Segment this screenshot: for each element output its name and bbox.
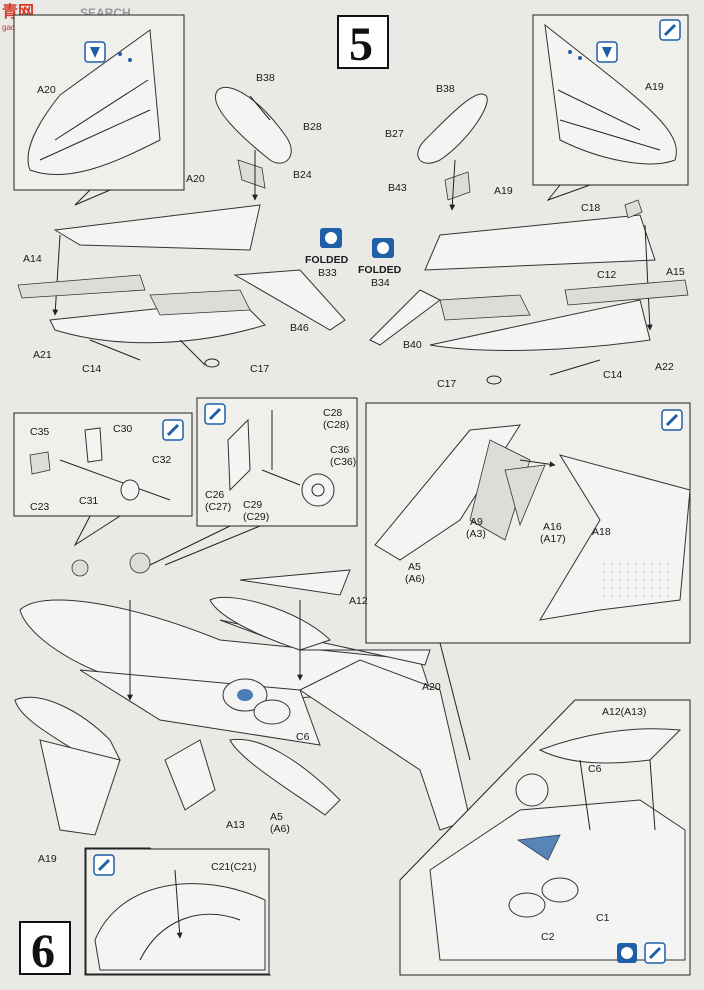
label-a19-top: A19: [494, 185, 513, 197]
label-a14: A14: [23, 253, 42, 265]
label-a18: A18: [592, 526, 611, 538]
inset-a19-detail: A19: [532, 14, 689, 202]
wing-left-assembly: A20 A14 B46 A21 C14 C17: [17, 173, 346, 375]
label-a20-top: A20: [186, 173, 205, 185]
label-a12-a13: A12(A13): [602, 706, 646, 718]
step-5-badge: 5: [337, 15, 389, 71]
cement-tube-icon: [204, 403, 226, 425]
label-b34: B34: [371, 277, 390, 289]
inset-nose-gear: C35 C30 C32 C23 C31: [13, 412, 193, 547]
label-c36-alt: (C36): [330, 456, 356, 468]
label-c6-detail: C6: [588, 763, 602, 775]
cement-tube-icon: [661, 409, 683, 431]
label-a5-top: A5: [408, 561, 421, 573]
drop-tank-right: B38 B27 B43: [385, 83, 488, 211]
folded-label-right: FOLDED: [358, 264, 402, 276]
label-a15: A15: [666, 266, 685, 278]
surface-rivet-texture: [600, 560, 670, 600]
label-c23: C23: [30, 501, 49, 513]
label-a17-alt: (A17): [540, 533, 566, 545]
label-c17-right: C17: [437, 378, 456, 390]
label-c29-alt: (C29): [243, 511, 269, 523]
label-c17-left: C17: [250, 363, 269, 375]
cement-tube-icon: [162, 419, 184, 441]
folded-label-left: FOLDED: [305, 254, 349, 266]
label-b43: B43: [388, 182, 407, 194]
label-a12: A12: [349, 595, 368, 607]
aircraft-main-assembly: A12 A20 C6 A13 A5 (A6) A19: [14, 552, 471, 865]
cement-tube-icon: [93, 854, 115, 876]
folded-note-right: FOLDED B34: [358, 238, 402, 289]
label-a5-main: A5: [270, 811, 283, 823]
label-c32: C32: [152, 454, 171, 466]
label-c18: C18: [581, 202, 600, 214]
label-c14-left: C14: [82, 363, 101, 375]
label-c14-right: C14: [603, 369, 622, 381]
label-a3-alt: (A3): [466, 528, 486, 540]
label-c29: C29: [243, 499, 262, 511]
step-5-number: 5: [349, 18, 373, 71]
option-choice-icon: [617, 943, 637, 963]
label-c27-alt: (C27): [205, 501, 231, 513]
folded-note-left: FOLDED B33: [305, 228, 349, 279]
label-c31: C31: [79, 495, 98, 507]
label-c30: C30: [113, 423, 132, 435]
label-a16: A16: [543, 521, 562, 533]
option-choice-icon: [372, 238, 394, 258]
cement-tube-icon: [659, 19, 681, 41]
label-c2: C2: [541, 931, 555, 943]
drop-tank-left: B38 B28 B24: [215, 72, 322, 201]
label-a13: A13: [226, 819, 245, 831]
label-c26: C26: [205, 489, 224, 501]
label-c28: C28: [323, 407, 342, 419]
cement-tube-icon: [644, 942, 666, 964]
label-c12: C12: [597, 269, 616, 281]
step-6-number: 6: [31, 925, 55, 978]
label-b27: B27: [385, 128, 404, 140]
inset-main-gear: C28 (C28) C36 (C36) C26 (C27) C29 (C29): [149, 397, 358, 566]
label-a20-main: A20: [422, 681, 441, 693]
label-c28-alt: (C28): [323, 419, 349, 431]
option-choice-icon: [320, 228, 342, 248]
label-a21: A21: [33, 349, 52, 361]
label-c6-main: C6: [296, 731, 310, 743]
label-a19-inset: A19: [645, 81, 664, 93]
label-b38-left: B38: [256, 72, 275, 84]
paint-drop-icon: [84, 41, 106, 63]
label-b40: B40: [403, 339, 422, 351]
label-c35: C35: [30, 426, 49, 438]
wing-right-assembly: A19 C18 C12 A15 B40 A22 C17 C14: [369, 185, 689, 390]
label-a19-bottom: A19: [38, 853, 57, 865]
label-b33: B33: [318, 267, 337, 279]
inset-underside-detail: A12(A13) C6 C1 C2: [399, 699, 691, 976]
label-a6-top-alt: (A6): [405, 573, 425, 585]
step-6-badge: 6: [19, 921, 71, 978]
label-c36: C36: [330, 444, 349, 456]
label-a9: A9: [470, 516, 483, 528]
label-c21: C21(C21): [211, 861, 257, 873]
inset-a20-detail: A20: [13, 14, 185, 206]
label-a22: A22: [655, 361, 674, 373]
label-b38-right: B38: [436, 83, 455, 95]
inset-canopy-detail: C21(C21): [84, 847, 272, 976]
label-a6-main-alt: (A6): [270, 823, 290, 835]
label-c1: C1: [596, 912, 610, 924]
label-b28: B28: [303, 121, 322, 133]
label-a20-inset: A20: [37, 84, 56, 96]
label-b24: B24: [293, 169, 312, 181]
paint-drop-icon: [596, 41, 618, 63]
label-b46: B46: [290, 322, 309, 334]
